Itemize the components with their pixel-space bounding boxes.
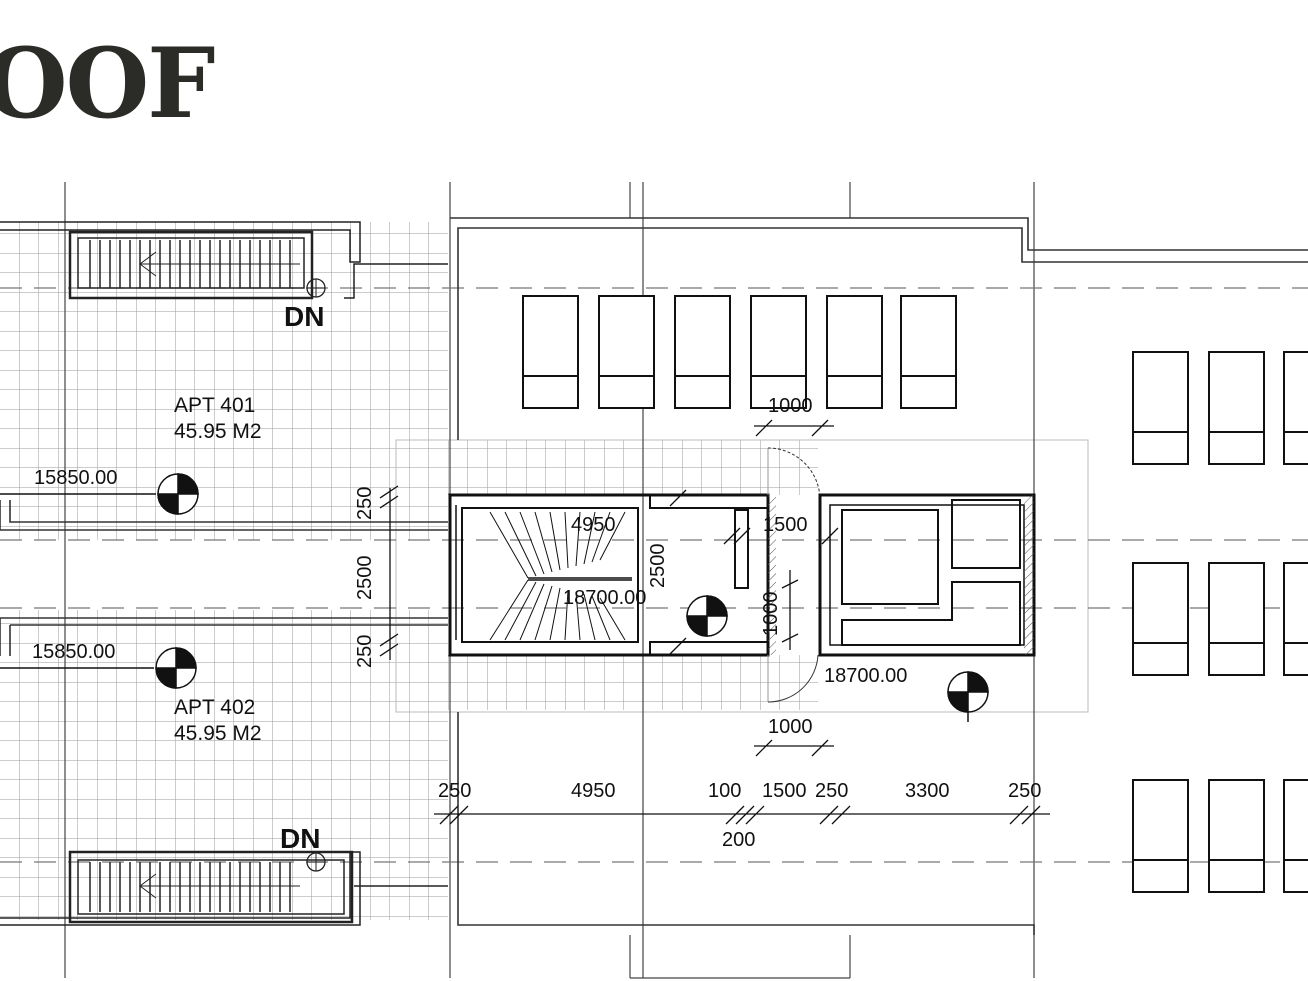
door-dim-bottom: 1000 bbox=[768, 716, 813, 738]
dimension-lines bbox=[379, 419, 1050, 825]
apt-402-area: 45.95 M2 bbox=[174, 722, 262, 745]
core-width-dim: 2500 bbox=[647, 544, 669, 589]
core-door-dim: 1000 bbox=[760, 592, 782, 637]
elevation-marker-apt401 bbox=[0, 473, 199, 515]
lift-elevation: 18700.00 bbox=[824, 665, 907, 687]
vertical-dim-mid: 2500 bbox=[354, 556, 376, 601]
bottom-dim-5: 250 bbox=[815, 780, 848, 802]
sun-loungers bbox=[522, 295, 1308, 893]
elevation-marker-lift bbox=[947, 671, 989, 722]
apt-401-name: APT 401 bbox=[174, 394, 255, 417]
terrace-tiles bbox=[0, 222, 1089, 920]
stair-core bbox=[448, 447, 1036, 703]
vertical-dim-top: 250 bbox=[354, 487, 376, 520]
page-title: OOF bbox=[0, 27, 215, 140]
grid-lines bbox=[64, 182, 1035, 979]
core-elevation: 18700.00 bbox=[563, 587, 646, 609]
apt-402-name: APT 402 bbox=[174, 696, 255, 719]
stair-bottom bbox=[0, 850, 448, 926]
roof-outline bbox=[0, 217, 1308, 935]
door-dim-top: 1000 bbox=[768, 395, 813, 417]
elevation-marker-core bbox=[686, 595, 728, 637]
bottom-dim-4: 1500 bbox=[762, 780, 807, 802]
bottom-dim-2: 4950 bbox=[571, 780, 616, 802]
stair-top bbox=[0, 221, 448, 300]
stair-label-bottom: DN bbox=[280, 823, 320, 854]
core-side-dim: 1500 bbox=[763, 514, 808, 536]
elevation-markers bbox=[0, 473, 989, 722]
apt-401-area: 45.95 M2 bbox=[174, 420, 262, 443]
bottom-dim-1: 250 bbox=[438, 780, 471, 802]
vertical-dim-bottom: 250 bbox=[354, 635, 376, 668]
stair-label-top: DN bbox=[284, 301, 324, 332]
bottom-dim-7: 250 bbox=[1008, 780, 1041, 802]
bottom-dim-6: 3300 bbox=[905, 780, 950, 802]
bottom-dim-under: 200 bbox=[722, 829, 755, 851]
core-length-dim: 4950 bbox=[571, 514, 616, 536]
apt-402-elevation: 15850.00 bbox=[32, 641, 115, 663]
bottom-dim-3: 100 bbox=[708, 780, 741, 802]
apt-401-elevation: 15850.00 bbox=[34, 467, 117, 489]
elevation-marker-apt402 bbox=[0, 647, 197, 689]
